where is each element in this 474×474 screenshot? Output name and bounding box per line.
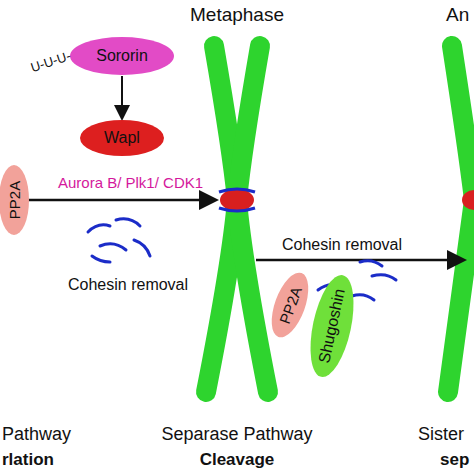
centromere (220, 189, 254, 211)
pp2a-ellipse: PP2A (0, 165, 29, 235)
centromere (462, 190, 474, 210)
text-label: An (446, 4, 469, 26)
text-label: rlation (2, 450, 54, 470)
shugoshin-ellipse: Shugoshin (303, 271, 362, 381)
anaphase-chromosome (448, 46, 474, 392)
text-label: Separase Pathway (161, 424, 312, 445)
node-label: Wapl (104, 129, 140, 147)
sororin-ellipse: Sororin (70, 37, 174, 75)
pathway-arrow (26, 199, 214, 202)
text-label: sep (440, 450, 469, 470)
text-label: Cohesin removal (68, 276, 188, 294)
text-label: U-U-U- (29, 48, 73, 75)
text-label: Cleavage (200, 450, 275, 470)
text-label: Pathway (2, 424, 71, 445)
text-label: Metaphase (190, 4, 284, 26)
node-label: PP2A (6, 181, 23, 219)
node-label: Sororin (96, 47, 148, 65)
cohesin-ring (219, 189, 255, 211)
text-label: Sister (418, 424, 464, 445)
text-label: Cohesin removal (282, 236, 402, 254)
pp2a-ellipse: PP2A (264, 268, 315, 342)
text-label: Aurora B/ Plk1/ CDK1 (58, 174, 203, 191)
arrow-connector (121, 76, 123, 117)
wapl-ellipse: Wapl (80, 120, 164, 156)
pathway-arrow (256, 259, 462, 262)
metaphase-chromosome (206, 46, 268, 392)
